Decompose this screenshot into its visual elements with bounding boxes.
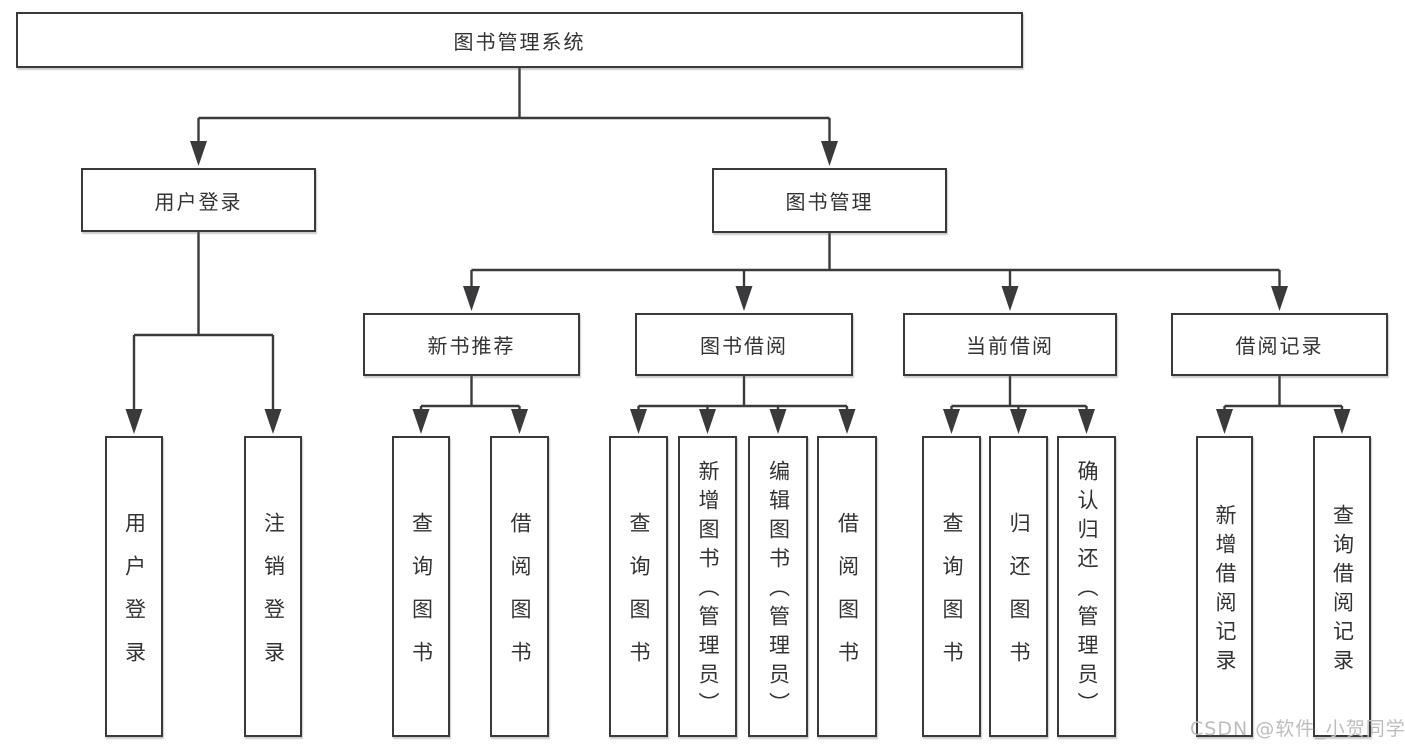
leaf-records-query-record-label: 查询借阅记录 xyxy=(1330,503,1355,678)
leaf-borrow-add-books-admin-label: 新增图书（管理员） xyxy=(696,460,720,721)
leaf-logout: 注销登录 xyxy=(244,436,302,737)
leaf-current-return-books-label: 归还图书 xyxy=(1007,511,1031,684)
leaf-newbooks-borrow-books: 借阅图书 xyxy=(490,436,549,737)
node-new-book-recommend: 新书推荐 xyxy=(363,313,580,376)
leaf-current-query-books: 查询图书 xyxy=(922,436,981,737)
node-root: 图书管理系统 xyxy=(16,12,1023,68)
node-user-login-branch: 用户登录 xyxy=(81,168,316,232)
node-book-management: 图书管理 xyxy=(712,168,947,233)
node-root-label: 图书管理系统 xyxy=(453,29,586,54)
leaf-user-login: 用户登录 xyxy=(105,436,163,737)
leaf-current-confirm-return-admin-label: 确认归还（管理员） xyxy=(1075,460,1099,721)
node-current-borrow-label: 当前借阅 xyxy=(966,334,1054,358)
leaf-borrow-add-books-admin: 新增图书（管理员） xyxy=(678,436,737,737)
node-book-borrow-label: 图书借阅 xyxy=(700,334,788,358)
leaf-newbooks-query-books: 查询图书 xyxy=(392,436,450,737)
leaf-newbooks-query-books-label: 查询图书 xyxy=(409,511,434,684)
leaf-borrow-borrow-books: 借阅图书 xyxy=(817,436,877,737)
leaf-borrow-edit-books-admin-label: 编辑图书（管理员） xyxy=(766,460,791,721)
node-book-management-label: 图书管理 xyxy=(785,190,874,214)
node-borrow-records: 借阅记录 xyxy=(1171,313,1388,376)
leaf-current-query-books-label: 查询图书 xyxy=(940,511,964,684)
leaf-current-confirm-return-admin: 确认归还（管理员） xyxy=(1057,436,1116,737)
node-current-borrow: 当前借阅 xyxy=(903,313,1117,376)
leaf-logout-label: 注销登录 xyxy=(261,511,286,684)
leaf-records-query-record: 查询借阅记录 xyxy=(1313,436,1371,737)
leaf-records-add-record-label: 新增借阅记录 xyxy=(1213,503,1237,678)
leaf-newbooks-borrow-books-label: 借阅图书 xyxy=(508,511,532,684)
leaf-records-add-record: 新增借阅记录 xyxy=(1196,436,1253,737)
leaf-borrow-query-books-label: 查询图书 xyxy=(627,511,651,684)
leaf-user-login-label: 用户登录 xyxy=(122,511,147,684)
leaf-borrow-query-books: 查询图书 xyxy=(609,436,668,737)
node-book-borrow: 图书借阅 xyxy=(635,313,853,376)
leaf-current-return-books: 归还图书 xyxy=(989,436,1048,737)
node-borrow-records-label: 借阅记录 xyxy=(1235,334,1324,358)
leaf-borrow-edit-books-admin: 编辑图书（管理员） xyxy=(748,436,808,737)
node-user-login-branch-label: 用户登录 xyxy=(154,189,243,214)
watermark-text: CSDN @软件_小贺同学 xyxy=(1190,718,1405,740)
node-new-book-recommend-label: 新书推荐 xyxy=(427,334,516,358)
leaf-borrow-borrow-books-label: 借阅图书 xyxy=(835,511,860,684)
